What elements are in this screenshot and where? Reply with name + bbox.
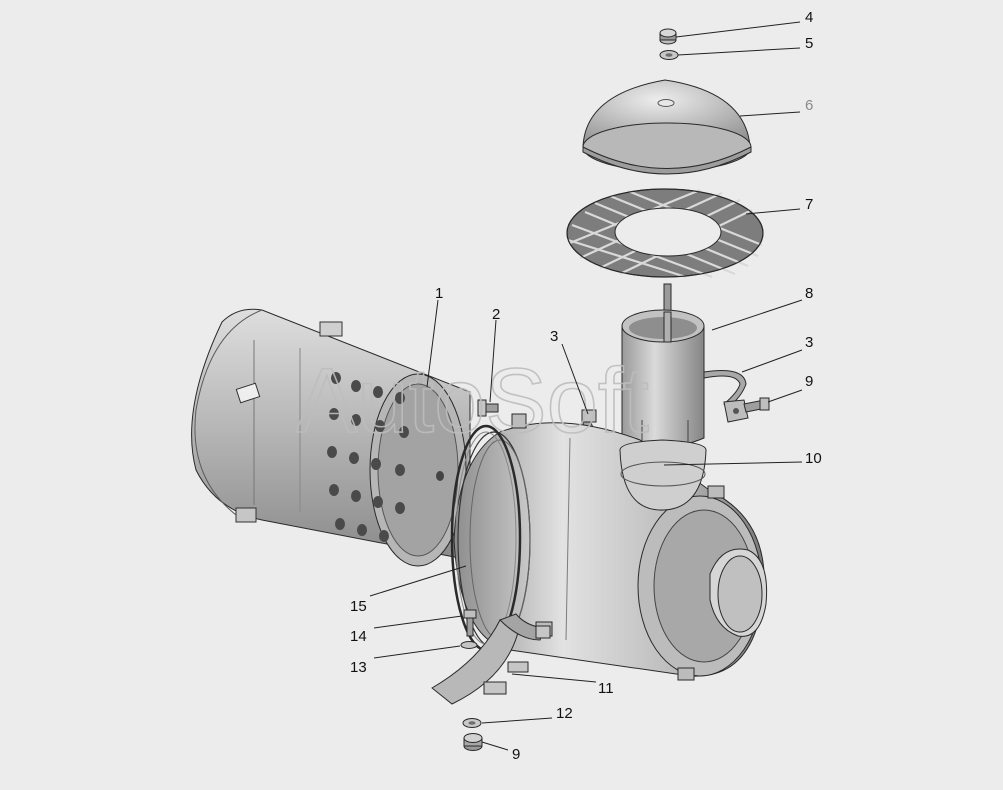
- leader-6: [739, 111, 801, 117]
- leader-5: [677, 47, 801, 56]
- callout-5: 5: [805, 35, 813, 52]
- part-4-nut: [659, 28, 677, 45]
- callout-labels: 4 5 6 7 1 2 8 3 3 9 10 15 14 13 11 12 9: [350, 9, 822, 763]
- callout-2: 2: [492, 306, 500, 323]
- callout-3-left: 3: [550, 328, 558, 345]
- callout-3-right: 3: [805, 334, 813, 351]
- main-housing: [453, 413, 768, 681]
- part-7-gasket: [566, 188, 764, 279]
- leader-9-right: [767, 389, 803, 403]
- part-5-washer: [659, 50, 679, 60]
- leader-13: [373, 645, 461, 659]
- leader-11: [511, 673, 597, 683]
- part-2-bolt: [477, 399, 499, 417]
- leader-1: [426, 299, 439, 388]
- leader-9-bottom: [481, 741, 509, 751]
- part-14-bolt: [463, 609, 477, 637]
- callout-12: 12: [556, 705, 573, 722]
- callout-15: 15: [350, 598, 367, 615]
- leader-3-left: [561, 343, 589, 415]
- leader-lines: [369, 21, 803, 751]
- leader-8: [711, 299, 803, 331]
- callout-6: 6: [805, 97, 813, 114]
- callout-9-right: 9: [805, 373, 813, 390]
- callout-10: 10: [805, 450, 822, 467]
- part-8-inlet-tube: [621, 283, 705, 448]
- callout-4: 4: [805, 9, 813, 26]
- leader-14: [373, 615, 463, 629]
- callout-9-bottom: 9: [512, 746, 520, 763]
- callout-7: 7: [805, 196, 813, 213]
- callout-11: 11: [598, 680, 614, 697]
- part-6-cover: [582, 79, 752, 175]
- part-3-clamp-band-right: [703, 370, 749, 423]
- leader-12: [481, 717, 553, 724]
- part-11-mounting-strap: [431, 613, 551, 705]
- callout-14: 14: [350, 628, 367, 645]
- part-12-washer: [462, 718, 482, 728]
- leader-2: [489, 319, 497, 403]
- leader-7: [745, 208, 801, 215]
- callout-8: 8: [805, 285, 813, 302]
- callout-13: 13: [350, 659, 367, 676]
- leader-10: [663, 461, 803, 466]
- part-1-filter-element: [191, 308, 471, 567]
- part-9-bolt-right: [743, 397, 770, 413]
- callout-1: 1: [435, 285, 443, 302]
- leader-15: [369, 565, 467, 597]
- part-13-washer: [460, 641, 478, 649]
- autosoft-watermark: AutoSoft: [296, 350, 649, 452]
- part-9-nut-bottom: [463, 733, 483, 751]
- leader-3-right: [741, 349, 803, 373]
- leader-4: [675, 21, 801, 38]
